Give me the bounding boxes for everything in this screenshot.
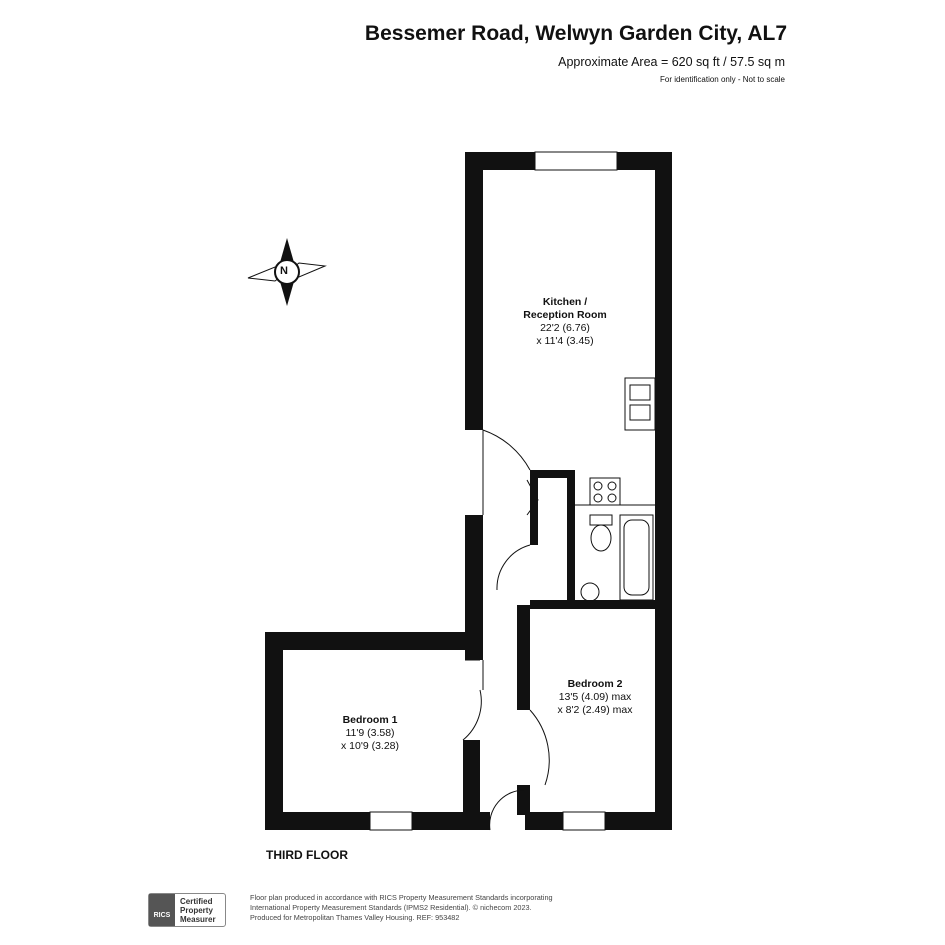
badge-text: Certified — [180, 897, 213, 906]
room-dimension: 13'5 (4.09) max — [558, 691, 632, 703]
footer-line: International Property Measurement Stand… — [250, 903, 532, 912]
badge-text: Measurer — [180, 915, 216, 924]
approximate-area: Approximate Area = 620 sq ft / 57.5 sq m — [558, 55, 785, 69]
compass-north-label: N — [280, 265, 288, 277]
windows — [369, 151, 618, 831]
room-dimension: x 10'9 (3.28) — [340, 740, 400, 752]
compass-icon — [247, 238, 327, 306]
room-name: Kitchen / — [542, 296, 588, 308]
rics-logo: RICS — [149, 894, 175, 926]
room-dimension: 11'9 (3.58) — [345, 727, 395, 739]
disclaimer: For identification only - Not to scale — [660, 75, 785, 84]
room-dimension: x 11'4 (3.45) — [536, 335, 594, 347]
badge-text: Property — [180, 906, 213, 915]
room-bedroom-1: Bedroom 1 11'9 (3.58)x 10'9 (3.28) — [310, 714, 430, 753]
room-name: Bedroom 2 — [567, 678, 623, 690]
fixtures — [462, 377, 656, 831]
footer-line: Floor plan produced in accordance with R… — [250, 893, 553, 902]
room-dimension: 22'2 (6.76) — [540, 322, 590, 334]
footer-line: Produced for Metropolitan Thames Valley … — [250, 913, 460, 922]
property-title: Bessemer Road, Welwyn Garden City, AL7 — [364, 22, 787, 45]
room-name: Bedroom 1 — [342, 714, 398, 726]
footer-notes: Floor plan produced in accordance with R… — [250, 893, 553, 923]
room-kitchen-reception: Kitchen /Reception Room 22'2 (6.76)x 11'… — [500, 296, 630, 348]
room-dimension: x 8'2 (2.49) max — [557, 704, 633, 716]
room-name: Reception Room — [523, 309, 607, 321]
floor-label: THIRD FLOOR — [266, 848, 348, 862]
